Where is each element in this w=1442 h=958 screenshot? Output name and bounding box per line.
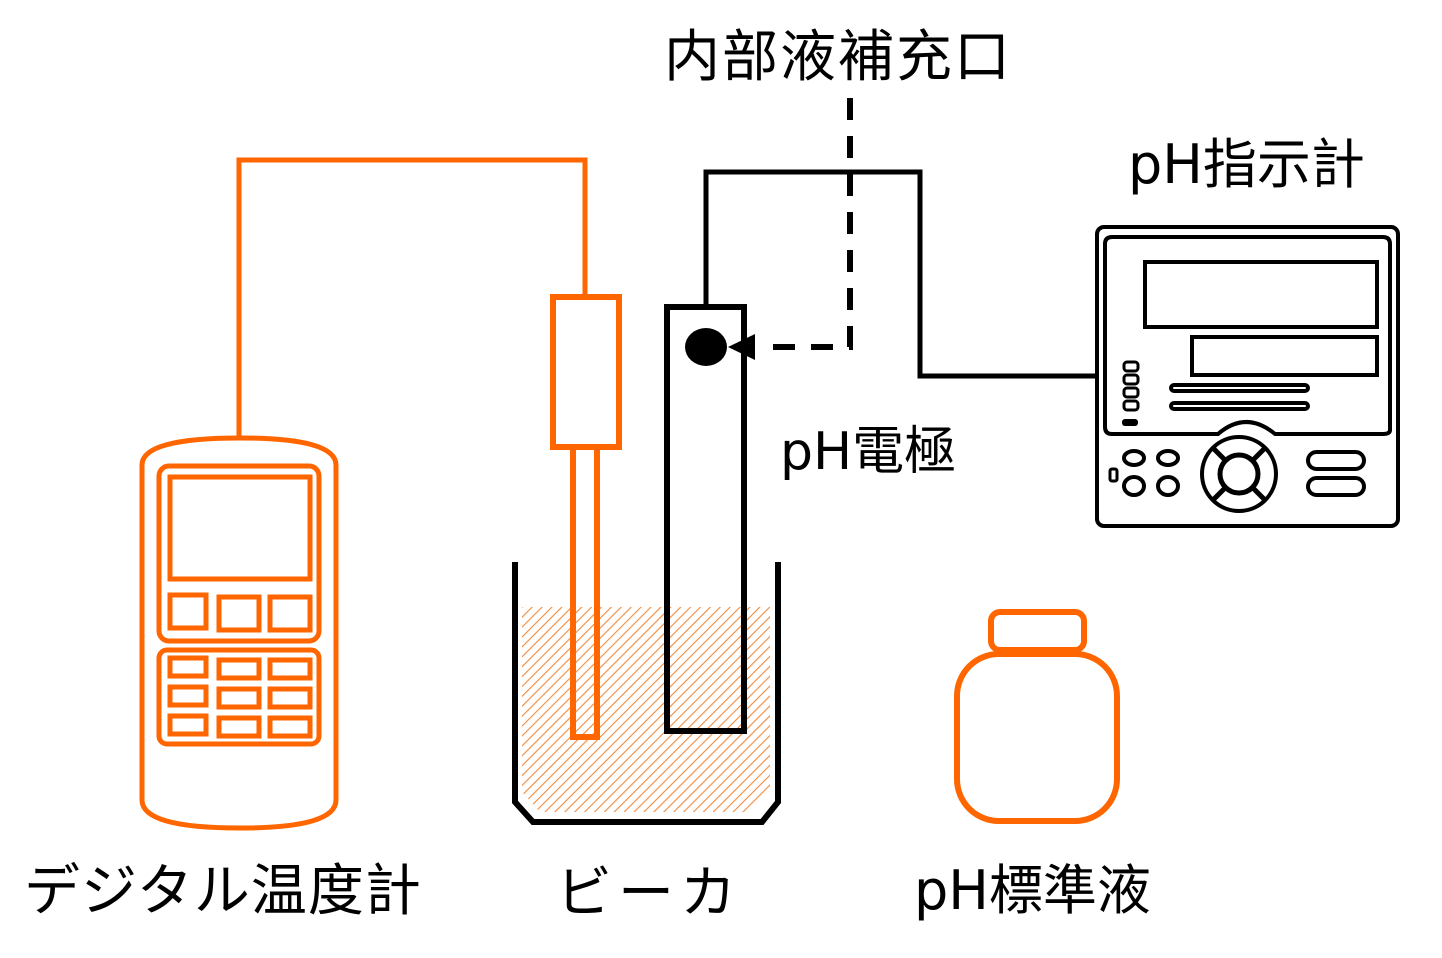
- temperature-probe-head: [550, 294, 622, 450]
- refill-port-label: 内部液補充口: [664, 25, 1012, 90]
- ph-meter: [1095, 225, 1400, 528]
- dial-outer: [1200, 435, 1278, 513]
- thermometer-cable: [236, 157, 588, 440]
- digital-thermometer: [139, 435, 339, 831]
- ph-standard-solution-label: pH標準液: [914, 859, 1151, 922]
- digital-thermometer-label: デジタル温度計: [24, 859, 422, 924]
- refill-arrow-head-icon: [728, 334, 755, 360]
- ph-electrode-label: pH電極: [780, 422, 957, 482]
- electrode-cable: [703, 169, 1097, 379]
- ph-meter-label: pH指示計: [1128, 133, 1365, 196]
- liquid-fill: [522, 607, 770, 812]
- dial-inner: [1217, 452, 1261, 496]
- beaker: [512, 562, 781, 825]
- ph-electrode: [664, 304, 747, 734]
- beaker-label: ビーカ: [556, 861, 742, 926]
- temperature-probe-rod: [570, 444, 600, 740]
- refill-hole-icon: [685, 328, 727, 366]
- ph-standard-solution-bottle: [954, 609, 1120, 824]
- refill-dashed-line: [760, 98, 853, 350]
